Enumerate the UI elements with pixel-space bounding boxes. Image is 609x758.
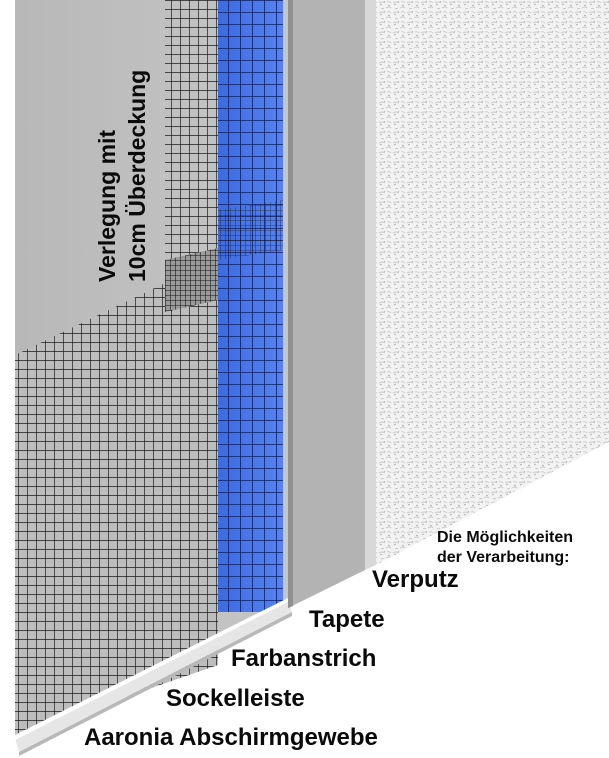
mesh-overlap-zone bbox=[165, 248, 218, 312]
layer-label-farbanstrich: Farbanstrich bbox=[231, 645, 377, 672]
layer-label-abschirmgewebe: Aaronia Abschirmgewebe bbox=[84, 724, 378, 751]
options-heading-line2: der Verarbeitung: bbox=[437, 549, 570, 566]
wallpaper-layer bbox=[288, 0, 365, 608]
shielding-mesh-lower bbox=[15, 283, 218, 735]
layer-label-sockelleiste: Sockelleiste bbox=[166, 685, 305, 712]
overlap-label-line1: Verlegung mit bbox=[94, 129, 120, 282]
options-heading: Die Möglichkeiten der Verarbeitung: bbox=[437, 528, 573, 568]
skirting-board bbox=[15, 598, 292, 756]
shielding-mesh-blue bbox=[218, 0, 283, 612]
plaster-layer bbox=[365, 0, 609, 570]
options-heading-line1: Die Möglichkeiten bbox=[437, 529, 574, 546]
layer-label-tapete: Tapete bbox=[309, 606, 385, 633]
overlap-label-line2: 10cm Überdeckung bbox=[124, 69, 150, 282]
layer-label-verputz: Verputz bbox=[372, 566, 459, 593]
overlap-label: Verlegung mit 10cm Überdeckung bbox=[92, 70, 152, 282]
